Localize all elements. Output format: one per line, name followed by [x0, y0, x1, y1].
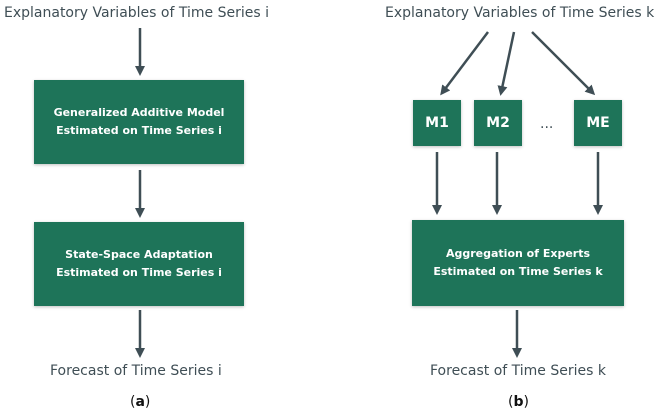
- expert-me-box: ME: [574, 100, 622, 146]
- expert-m1-label: M1: [425, 115, 449, 131]
- panel-a-input-label: Explanatory Variables of Time Series i: [4, 5, 269, 21]
- gam-box-line1: Generalized Additive Model: [53, 106, 225, 119]
- caption-paren-open: (: [508, 394, 514, 410]
- experts-ellipsis: ...: [540, 116, 554, 132]
- expert-m2-box: M2: [474, 100, 522, 146]
- caption-letter: b: [513, 394, 524, 410]
- panel-b-forecast-label: Forecast of Time Series k: [430, 363, 606, 379]
- expert-m2-label: M2: [486, 115, 510, 131]
- arrow-vars-to-me: [531, 31, 596, 96]
- ssa-box-line1: State-Space Adaptation: [65, 248, 213, 261]
- caption-paren-open: (: [130, 394, 136, 410]
- caption-letter: a: [135, 394, 145, 410]
- arrow-vars-to-m1: [440, 31, 489, 96]
- expert-me-label: ME: [586, 115, 610, 131]
- aggregation-box-line2: Estimated on Time Series k: [433, 265, 603, 278]
- panel-b-caption: (b): [508, 394, 529, 410]
- expert-m1-box: M1: [413, 100, 461, 146]
- panel-b-input-label: Explanatory Variables of Time Series k: [385, 5, 655, 21]
- ssa-box: State-Space Adaptation Estimated on Time…: [34, 222, 244, 306]
- gam-box-line2: Estimated on Time Series i: [56, 124, 222, 137]
- caption-paren-close: ): [144, 394, 151, 410]
- aggregation-box: Aggregation of Experts Estimated on Time…: [412, 220, 624, 306]
- panel-a-forecast-label: Forecast of Time Series i: [50, 363, 222, 379]
- gam-box: Generalized Additive Model Estimated on …: [34, 80, 244, 164]
- panel-a-caption: (a): [130, 394, 150, 410]
- aggregation-box-line1: Aggregation of Experts: [445, 247, 591, 260]
- ssa-box-line2: Estimated on Time Series i: [56, 266, 222, 279]
- arrow-vars-to-m2: [497, 31, 516, 96]
- caption-paren-close: ): [523, 394, 529, 410]
